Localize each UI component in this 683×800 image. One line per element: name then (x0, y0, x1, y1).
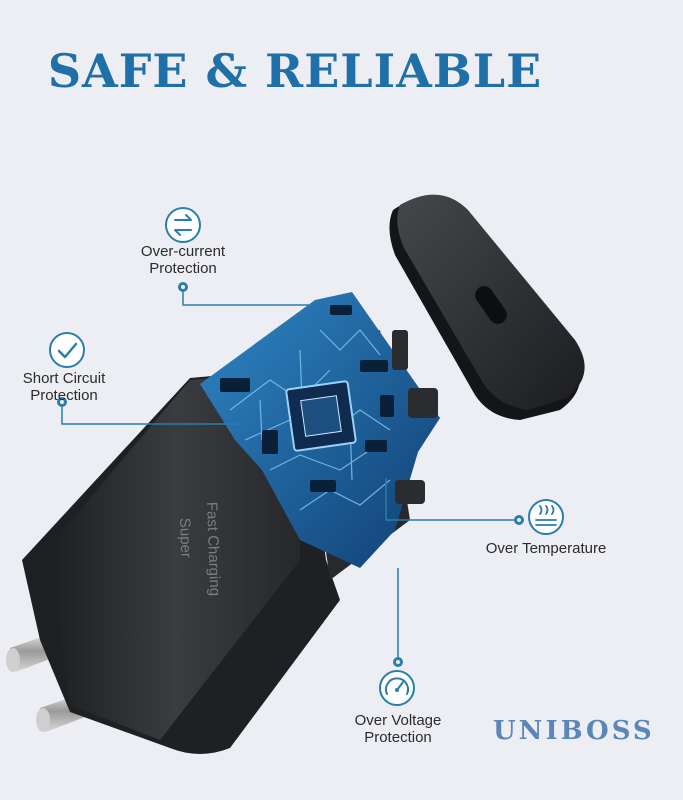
brand-logo: UNIBOSS (493, 716, 655, 746)
feature-over-current-line1: Over-current (140, 243, 226, 260)
headline: SAFE & RELIABLE (47, 44, 543, 98)
device-print-line2: Fast Charging (203, 502, 223, 597)
gauge-icon (379, 670, 415, 706)
heat-waves-icon (528, 499, 564, 535)
feature-short-circuit: Short Circuit Protection (0, 370, 128, 404)
callout-lines (61, 287, 518, 662)
feature-over-temperature-line1: Over Temperature (485, 540, 607, 557)
usb-c-cap (389, 194, 585, 420)
feature-over-voltage: Over Voltage Protection (330, 712, 466, 746)
feature-over-temperature: Over Temperature (466, 540, 626, 557)
callout-dots (57, 282, 524, 667)
feature-over-current: Over-current Protection (110, 243, 256, 277)
feature-short-circuit-line1: Short Circuit (22, 370, 106, 387)
feature-over-current-line2: Protection (149, 260, 217, 277)
feature-over-voltage-line2: Protection (364, 729, 432, 746)
arrows-exchange-icon (165, 207, 201, 243)
checkmark-icon (49, 332, 85, 368)
circuit-board (200, 292, 440, 568)
feature-over-voltage-line1: Over Voltage (354, 712, 442, 729)
feature-short-circuit-line2: Protection (30, 387, 98, 404)
device-print-line1: Super (176, 518, 194, 559)
